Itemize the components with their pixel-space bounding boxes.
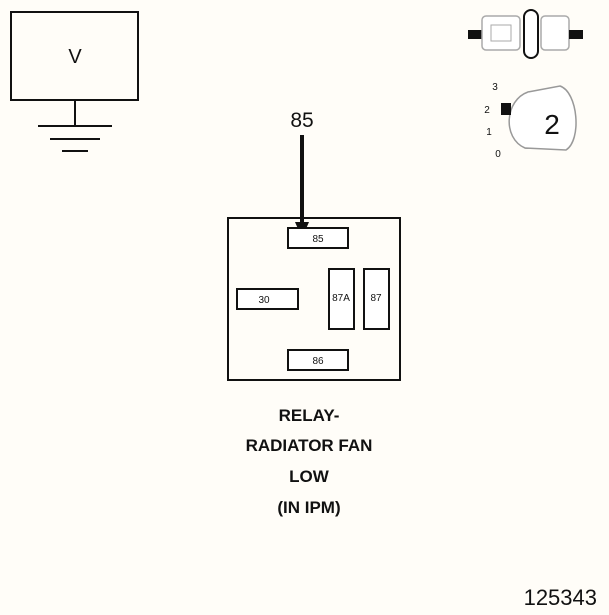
relay-title-line-2: RADIATOR FAN xyxy=(246,436,373,455)
relay-title-line-4: (IN IPM) xyxy=(277,498,340,517)
relay-pin-85 xyxy=(287,227,349,249)
ignition-position-1: 1 xyxy=(486,127,492,138)
voltmeter: V xyxy=(10,11,139,152)
relay-pin-85-label: 85 xyxy=(312,234,324,245)
relay-title-line-3: LOW xyxy=(289,467,330,486)
figure-number: 125343 xyxy=(524,585,597,610)
ignition-key-position: 2 xyxy=(544,109,560,140)
relay-pin-87a-label: 87A xyxy=(332,293,350,304)
relay-title: RELAY- RADIATOR FAN LOW (IN IPM) xyxy=(246,406,373,517)
ignition-position-3: 3 xyxy=(492,82,498,93)
ignition-position-0: 0 xyxy=(495,149,501,160)
relay-pin-86-label: 86 xyxy=(312,356,324,367)
relay-pin-30-label: 30 xyxy=(258,295,270,306)
ground-symbol xyxy=(38,125,112,152)
relay-pin-87-label: 87 xyxy=(370,293,382,304)
relay-pin-86 xyxy=(287,349,349,371)
relay-pin-87 xyxy=(363,268,390,330)
relay-pin-87a xyxy=(328,268,355,330)
ignition-pointer xyxy=(501,103,511,115)
relay-title-line-1: RELAY- xyxy=(279,406,340,425)
probe-pin-label: 85 xyxy=(290,109,313,132)
ignition-position-2: 2 xyxy=(484,105,490,116)
voltmeter-label: V xyxy=(68,46,82,68)
ignition-key-head xyxy=(524,85,577,151)
ignition-switch-icon: 3 2 1 0 2 xyxy=(484,82,577,160)
relay-pin-30 xyxy=(236,288,299,310)
relay: 85 30 87A 87 86 xyxy=(227,217,401,381)
relay-outline xyxy=(227,217,401,381)
connector-disconnected-icon xyxy=(468,9,583,59)
